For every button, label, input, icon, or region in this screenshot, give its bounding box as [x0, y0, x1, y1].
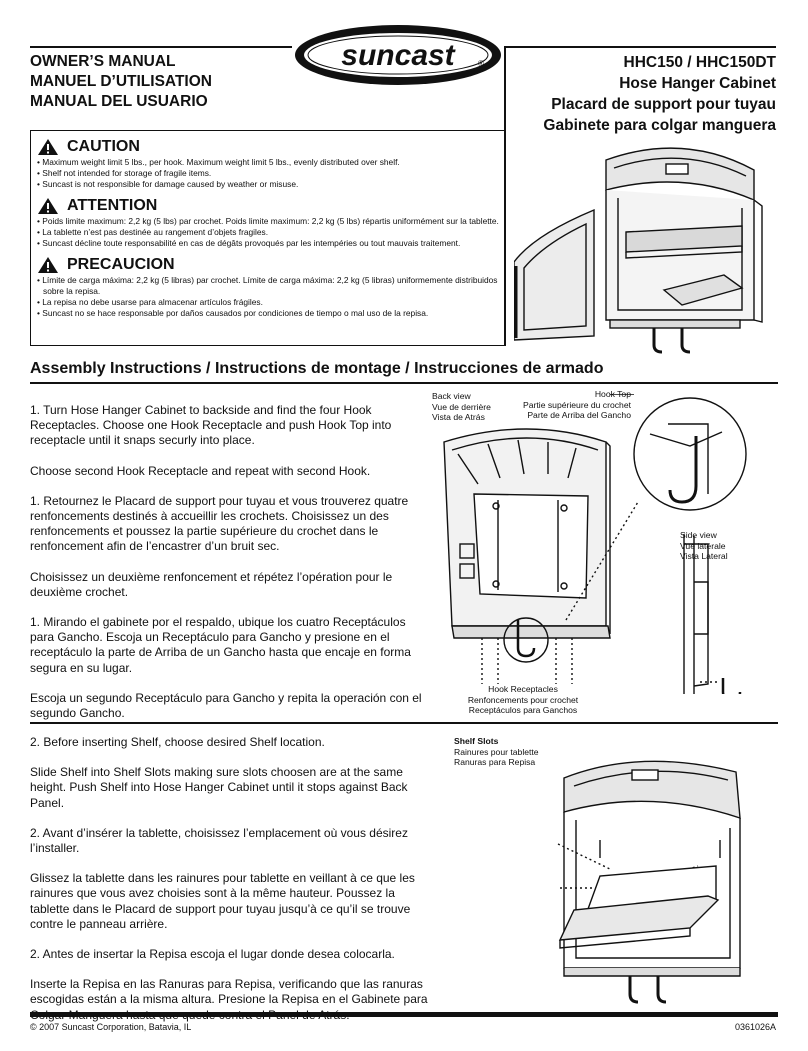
- model-number: HHC150 / HHC150DT: [623, 54, 776, 71]
- step1-es: 1. Mirando el gabinete por el respaldo, …: [30, 615, 411, 675]
- warning-icon: [38, 139, 58, 155]
- step1-en: 1. Turn Hose Hanger Cabinet to backside …: [30, 403, 392, 448]
- list-item: Shelf not intended for storage of fragil…: [37, 168, 499, 179]
- step2-text: 2. Before inserting Shelf, choose desire…: [30, 735, 432, 1038]
- step1-es-2: Escoja un segundo Receptáculo para Ganch…: [30, 690, 422, 721]
- step2-en-2: Slide Shelf into Shelf Slots making sure…: [30, 765, 408, 810]
- step1-fr-2: Choisissez un deuxième renfoncement et r…: [30, 569, 393, 599]
- cabinet-open-illustration: [513, 140, 776, 360]
- attention-heading: ATTENTION: [37, 196, 499, 216]
- back-view-illustration: [438, 393, 778, 702]
- warning-box: CAUTION Maximum weight limit 5 lbs., per…: [30, 130, 506, 346]
- step2-en: 2. Before inserting Shelf, choose desire…: [30, 735, 325, 749]
- footer-rule: [30, 1012, 778, 1017]
- step1-text: 1. Turn Hose Hanger Cabinet to backside …: [30, 403, 428, 736]
- precaucion-heading: PRECAUCION: [37, 255, 499, 275]
- title-fr: MANUEL D’UTILISATION: [30, 73, 212, 90]
- list-item: Suncast décline toute responsabilité en …: [37, 238, 499, 249]
- attention-list: Poids limite maximum: 2,2 kg (5 lbs) par…: [37, 216, 499, 249]
- list-item: Límite de carga máxima: 2,2 kg (5 libras…: [37, 275, 499, 297]
- header-rule-right: [504, 46, 776, 48]
- section-rule: [30, 382, 778, 384]
- document-code: 0361026A: [734, 1022, 776, 1032]
- caution-list: Maximum weight limit 5 lbs., per hook. M…: [37, 157, 499, 190]
- title-es: MANUAL DEL USUARIO: [30, 93, 208, 110]
- copyright: © 2007 Suncast Corporation, Batavia, IL: [30, 1022, 192, 1032]
- shelf-slots-caption: Shelf Slots Rainures pour tablette Ranur…: [454, 736, 539, 767]
- list-item: La repisa no debe usarse para almacenar …: [37, 297, 499, 308]
- manual-titles: OWNER’S MANUAL MANUEL D’UTILISATION MANU…: [30, 52, 212, 112]
- caution-heading: CAUTION: [37, 137, 499, 157]
- side-view-caption: Side view Vue latérale Vista Lateral: [680, 530, 728, 561]
- list-item: Suncast no se hace responsable por daños…: [37, 308, 499, 319]
- brand-text: suncast: [341, 39, 456, 72]
- shelf-insertion-illustration: [540, 748, 752, 1015]
- warning-icon: [38, 198, 58, 214]
- svg-text:®: ®: [478, 59, 484, 68]
- title-en: OWNER’S MANUAL: [30, 53, 176, 70]
- step1-fr: 1. Retournez le Placard de support pour …: [30, 493, 409, 554]
- header-rule-left: [30, 46, 292, 48]
- back-view-caption: Back view Vue de derrière Vista de Atrás: [432, 391, 491, 422]
- product-titles: HHC150 / HHC150DT Hose Hanger Cabinet Pl…: [543, 52, 776, 136]
- suncast-logo: suncast ®: [292, 22, 504, 88]
- list-item: Maximum weight limit 5 lbs., per hook. M…: [37, 157, 499, 168]
- product-name-en: Hose Hanger Cabinet: [619, 75, 776, 92]
- step2-es: 2. Antes de insertar la Repisa escoja el…: [30, 947, 395, 962]
- hook-receptacles-caption: Hook Receptacles Renfoncements pour croc…: [467, 684, 579, 715]
- list-item: Suncast is not responsible for damage ca…: [37, 179, 499, 190]
- warning-icon: [38, 257, 58, 273]
- step2-fr-2: Glissez la tablette dans les rainures po…: [30, 871, 415, 931]
- list-item: Poids limite maximum: 2,2 kg (5 lbs) par…: [37, 216, 499, 227]
- product-name-es: Gabinete para colgar manguera: [543, 117, 776, 134]
- step2-fr: 2. Avant d’insérer la tablette, choisiss…: [30, 825, 408, 856]
- section-divider: [30, 722, 778, 724]
- list-item: La tablette n’est pas destinée au rangem…: [37, 227, 499, 238]
- assembly-title: Assembly Instructions / Instructions de …: [30, 360, 604, 377]
- step1-en-2: Choose second Hook Receptacle and repeat…: [30, 463, 371, 478]
- product-name-fr: Placard de support pour tuyau: [551, 96, 776, 113]
- precaucion-list: Límite de carga máxima: 2,2 kg (5 libras…: [37, 275, 499, 319]
